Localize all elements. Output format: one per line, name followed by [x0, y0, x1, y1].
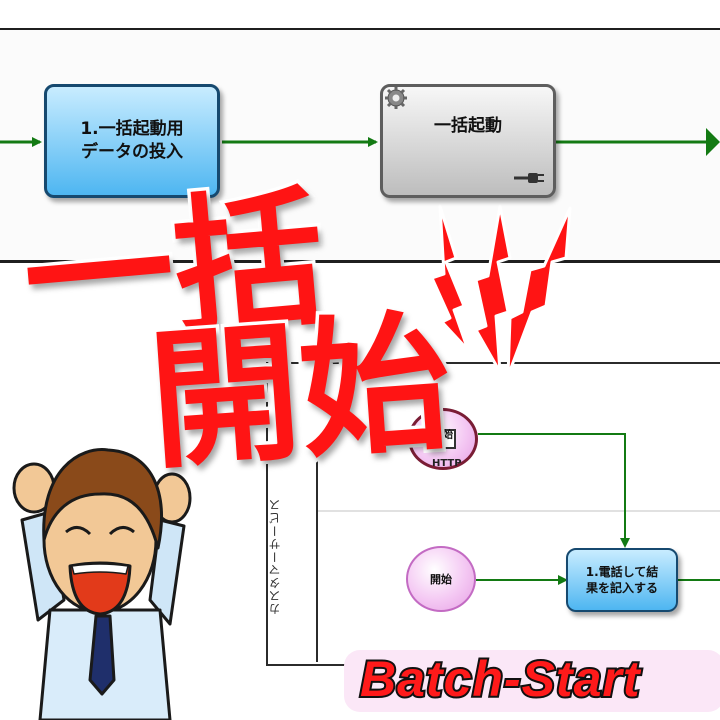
lane-divider [318, 510, 720, 512]
task-call-and-record[interactable]: 1.電話して結 果を記入する [566, 548, 678, 612]
red-arrow-1 [430, 204, 470, 352]
lower-process-pool [266, 362, 720, 666]
plain-start-event[interactable]: 開始 [406, 546, 476, 612]
arrowhead-offscreen [706, 128, 720, 156]
batch-start-banner: Batch-Start [358, 649, 641, 709]
message-start-event[interactable]: 開始 [408, 408, 478, 470]
plain-start-label: 開始 [430, 573, 452, 586]
message-start-label: 開始 [433, 430, 453, 441]
banner-background [344, 650, 720, 712]
task-batch-data-input-label: 1.一括起動用 データの投入 [80, 119, 184, 162]
task-batch-start-label: 一括起動 [434, 115, 502, 136]
envelope-icon: 開始 [430, 429, 456, 449]
task-batch-data-input[interactable]: 1.一括起動用 データの投入 [44, 84, 220, 198]
swimlane-header: カスタマーサービス [266, 452, 318, 662]
red-emphasis-arrows [430, 204, 572, 378]
sequence-flow-http-start-task3 [478, 433, 630, 548]
http-trigger-tag: HTTP [432, 458, 462, 469]
red-arrow-3 [506, 206, 572, 378]
headline-line-2: 開始 [141, 292, 459, 494]
task-call-and-record-label: 1.電話して結 果を記入する [585, 564, 659, 595]
task-batch-start[interactable]: 一括起動 [380, 84, 556, 198]
red-arrow-2 [474, 204, 512, 374]
